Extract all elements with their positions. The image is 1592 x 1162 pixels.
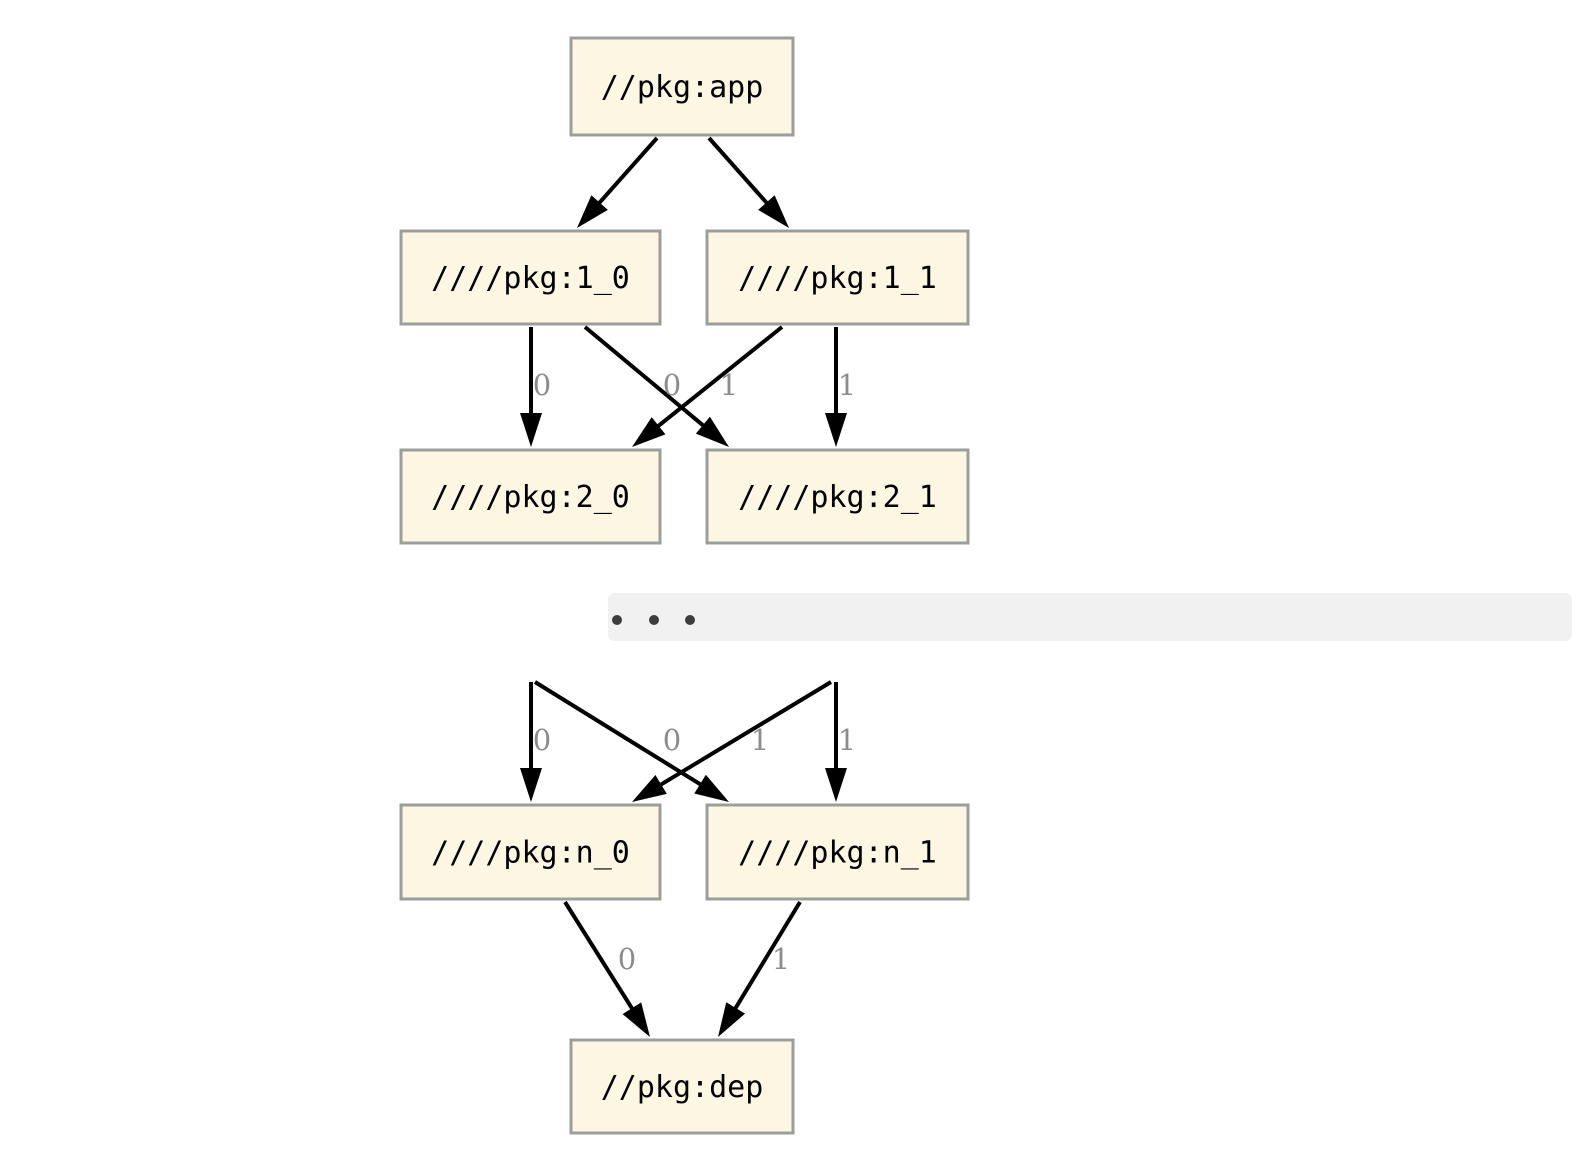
- edge-label: 1: [838, 368, 856, 402]
- node-box[interactable]: [399, 229, 662, 326]
- edge-label: 0: [533, 368, 551, 402]
- ellipsis-band: [608, 593, 1572, 641]
- node-label: ////pkg:2_0: [431, 480, 630, 515]
- node-label: //pkg:dep: [601, 1070, 764, 1105]
- edge-layer: 0 0 1 1 0 0 1 1 0 1: [520, 136, 856, 1037]
- graph-edge: [577, 136, 659, 228]
- edge-arrowhead-icon: [718, 1002, 746, 1037]
- edge-arrowhead-icon: [825, 413, 847, 447]
- node-label: ////pkg:1_1: [738, 261, 937, 296]
- graph-node-n1_1[interactable]: ////pkg:1_1: [705, 229, 970, 326]
- graph-edge: 0: [583, 325, 729, 447]
- edge-line: [730, 900, 802, 1015]
- graph-edge: 1: [632, 325, 784, 447]
- graph-edge: 1: [825, 327, 856, 447]
- graph-node-nn_0[interactable]: ////pkg:n_0: [399, 803, 662, 901]
- ellipsis-dot: [612, 615, 622, 625]
- edge-arrowhead-icon: [622, 1002, 650, 1037]
- graph-edge: 0: [520, 327, 551, 447]
- graph-edge: 1: [632, 680, 833, 802]
- edge-label: 0: [618, 942, 636, 976]
- graph-edge: 1: [825, 682, 856, 802]
- edge-arrowhead-icon: [825, 768, 847, 802]
- edge-line: [707, 136, 772, 209]
- edge-line: [583, 325, 709, 431]
- edge-arrowhead-icon: [758, 195, 789, 228]
- edge-line: [652, 325, 784, 432]
- edge-arrowhead-icon: [577, 195, 608, 228]
- graph-node-nn_1[interactable]: ////pkg:n_1: [705, 803, 970, 901]
- ellipsis-separator: [608, 593, 1572, 641]
- ellipsis-dot: [685, 615, 695, 625]
- edge-label: 0: [663, 723, 681, 757]
- node-label: //pkg:app: [601, 70, 764, 105]
- node-label: ////pkg:n_1: [738, 836, 937, 871]
- edge-line: [594, 136, 659, 209]
- edge-label: 1: [751, 723, 769, 757]
- graph-edge: [707, 136, 789, 228]
- edge-arrowhead-icon: [520, 413, 542, 447]
- node-box[interactable]: [399, 448, 662, 545]
- node-box[interactable]: [705, 448, 970, 545]
- edge-line: [533, 680, 707, 789]
- graph-edge: 0: [520, 682, 551, 802]
- node-label: ////pkg:n_0: [431, 836, 630, 871]
- edge-arrowhead-icon: [632, 417, 666, 447]
- edge-label: 1: [838, 723, 856, 757]
- edge-arrowhead-icon: [695, 416, 729, 447]
- node-box[interactable]: [705, 229, 970, 326]
- node-layer: //pkg:app ////pkg:1_0 ////pkg:1_1 ////pkg:2…: [399, 36, 970, 1135]
- edge-label: 1: [772, 942, 790, 976]
- node-box[interactable]: [569, 1038, 795, 1135]
- ellipsis-dot: [649, 615, 659, 625]
- node-label: ////pkg:2_1: [738, 480, 937, 515]
- edge-arrowhead-icon: [632, 775, 667, 802]
- graph-node-n2_1[interactable]: ////pkg:2_1: [705, 448, 970, 545]
- graph-node-dep[interactable]: //pkg:dep: [569, 1038, 795, 1135]
- graph-edge: 0: [533, 680, 729, 802]
- node-box[interactable]: [399, 803, 662, 901]
- graph-edge: 0: [563, 900, 650, 1037]
- graph-edge: 1: [718, 900, 802, 1037]
- node-box[interactable]: [569, 36, 795, 137]
- node-label: ////pkg:1_0: [431, 261, 630, 296]
- edge-arrowhead-icon: [694, 774, 729, 802]
- edge-label: 0: [533, 723, 551, 757]
- edge-label: 1: [720, 368, 738, 402]
- edge-line: [654, 680, 833, 790]
- edge-line: [563, 900, 637, 1015]
- edge-label: 0: [663, 368, 681, 402]
- graph-node-n1_0[interactable]: ////pkg:1_0: [399, 229, 662, 326]
- node-box[interactable]: [705, 803, 970, 901]
- graph-node-n2_0[interactable]: ////pkg:2_0: [399, 448, 662, 545]
- graph-node-app[interactable]: //pkg:app: [569, 36, 795, 137]
- edge-arrowhead-icon: [520, 768, 542, 802]
